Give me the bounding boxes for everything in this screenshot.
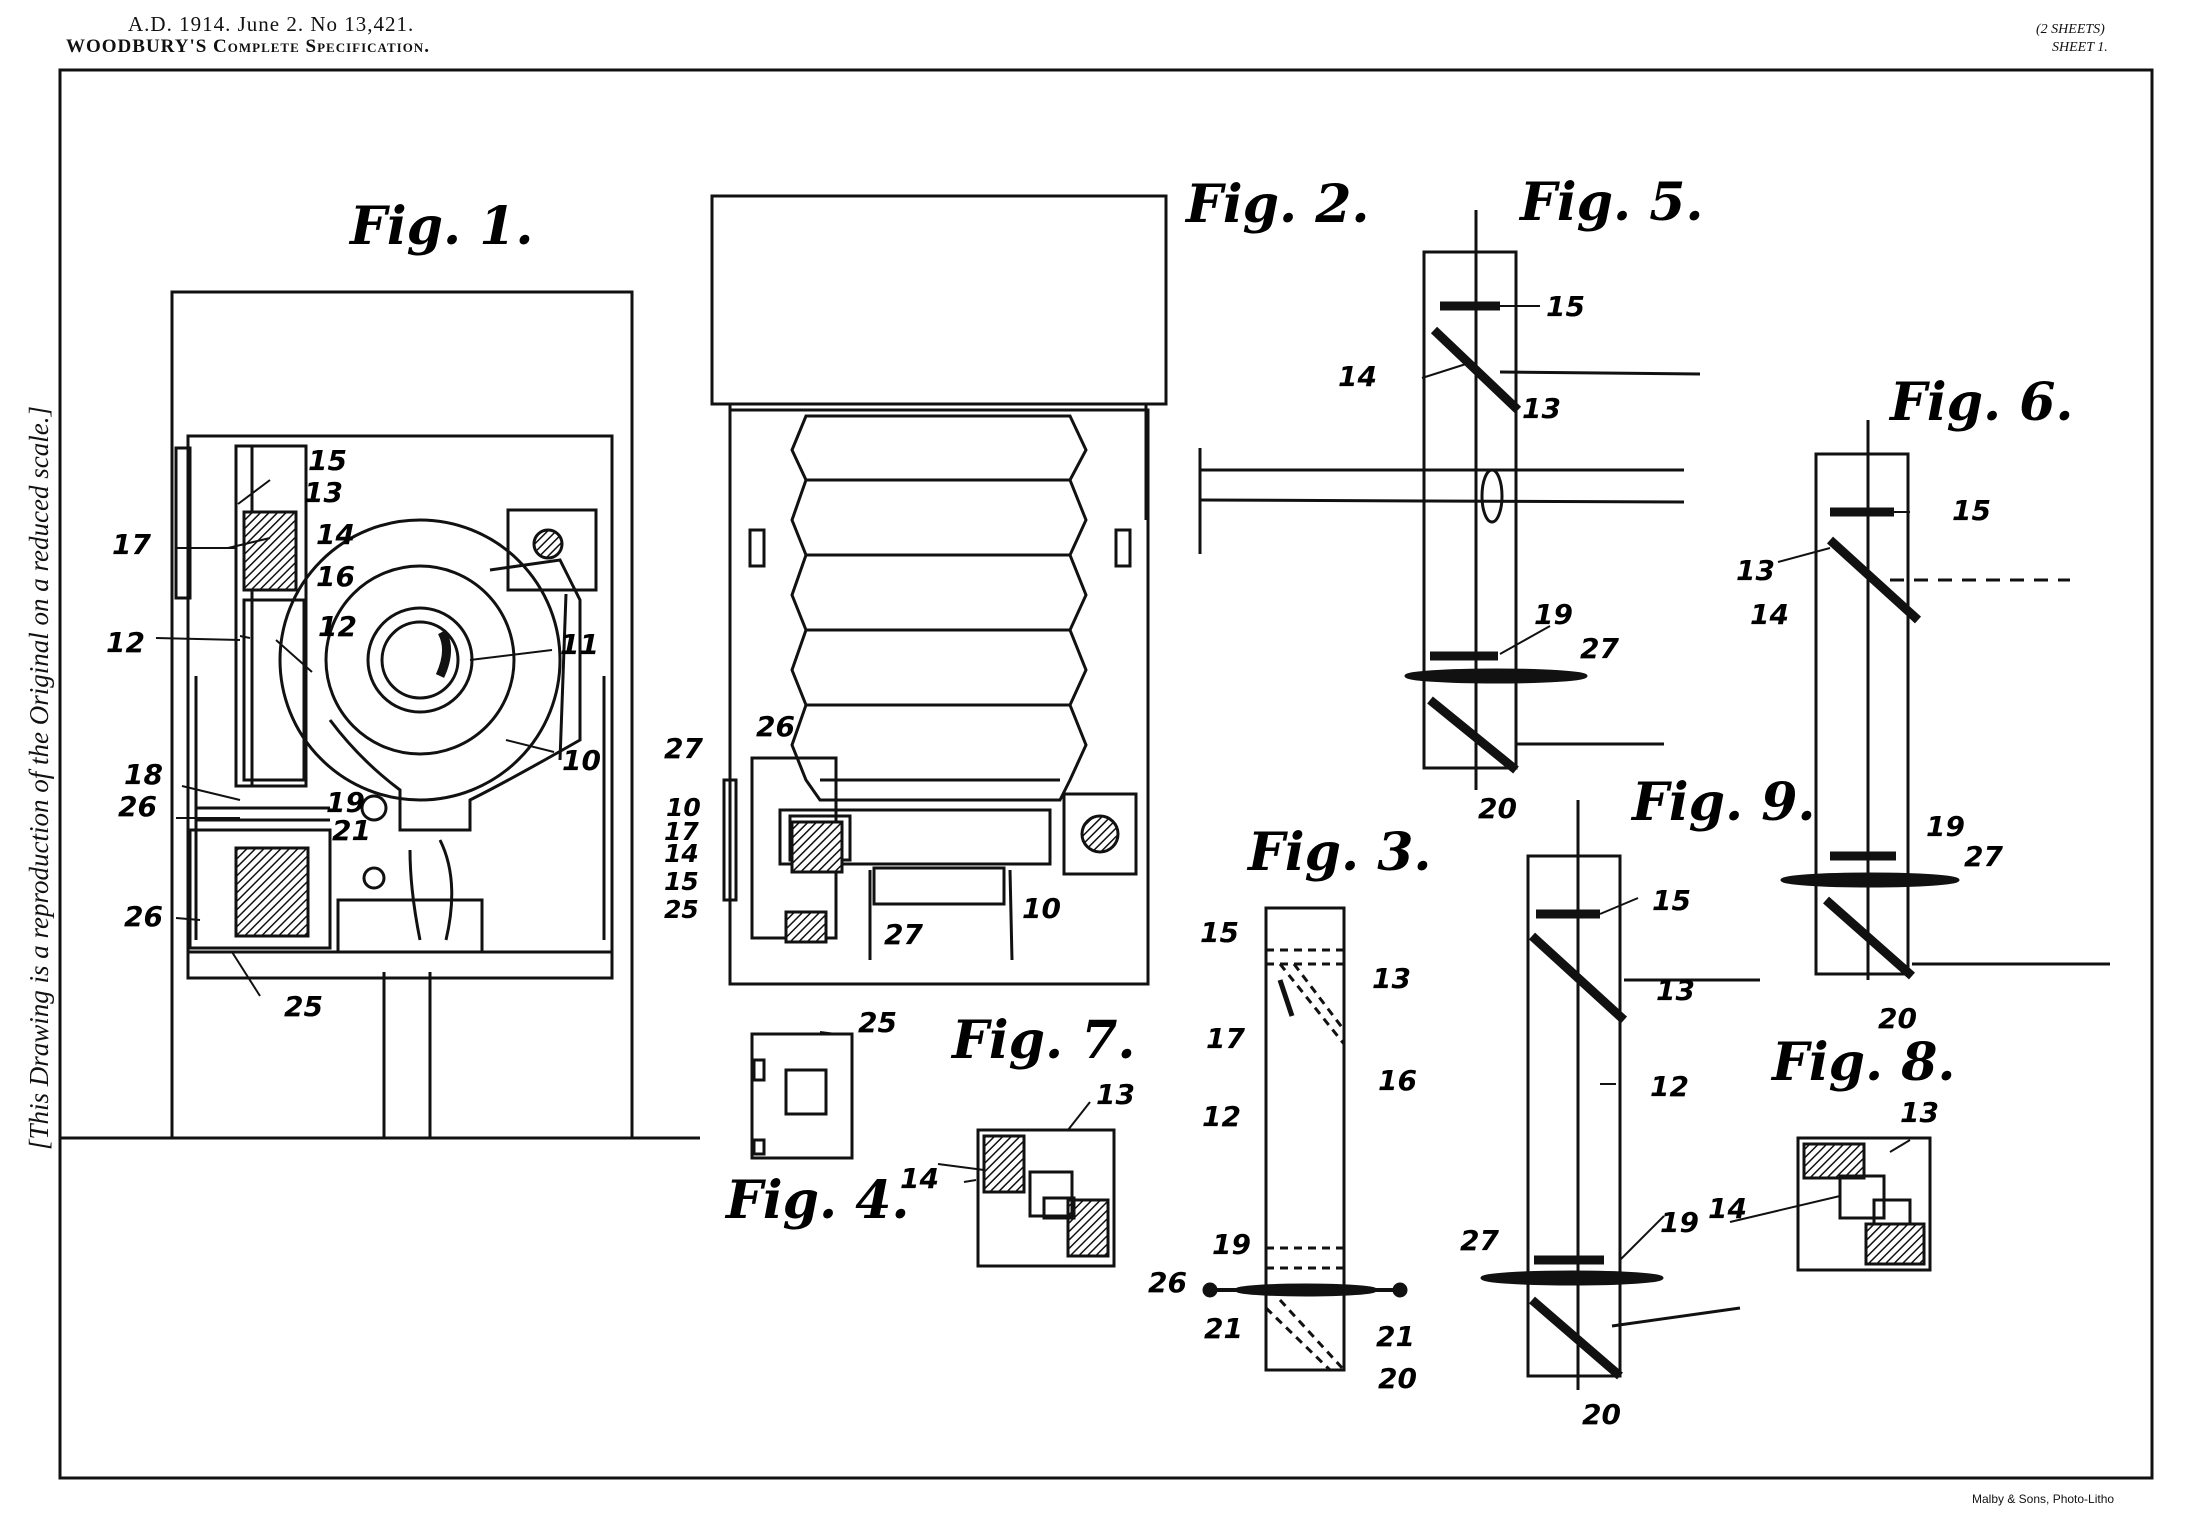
ref-15-fig6: 15 xyxy=(1952,494,1991,527)
ref-13-fig6: 13 xyxy=(1736,554,1775,587)
ref-17-fig3: 17 xyxy=(1206,1022,1245,1055)
ref-15-fig3: 15 xyxy=(1200,916,1239,949)
ref-19-fig9: 19 xyxy=(1660,1206,1699,1239)
figure-7-label: Fig. 7. xyxy=(950,1010,1136,1071)
ref-14-fig6: 14 xyxy=(1750,598,1789,631)
ref-12-fig3: 12 xyxy=(1202,1100,1241,1133)
ref-21-fig1: 21 xyxy=(332,814,371,847)
ref-15-fig9: 15 xyxy=(1652,884,1691,917)
ref-12-fig9: 12 xyxy=(1650,1070,1689,1103)
ref-10-fig1: 10 xyxy=(562,744,601,777)
figure-2-label: Fig. 2. xyxy=(1184,174,1370,235)
figure-5-optics xyxy=(1404,210,1701,790)
printer-credit: Malby & Sons, Photo-Litho xyxy=(1972,1492,2115,1506)
ref-20-fig9: 20 xyxy=(1582,1398,1621,1431)
figure-6-label: Fig. 6. xyxy=(1888,372,2074,433)
sheets-count: (2 SHEETS) xyxy=(2036,22,2105,37)
figure-2-camera-side xyxy=(710,194,1685,986)
ref-25-fig1: 25 xyxy=(284,990,323,1023)
ref-27-fig6: 27 xyxy=(1964,840,2003,873)
ref-15-fig2: 15 xyxy=(664,867,699,896)
ref-26b-fig1: 26 xyxy=(124,900,163,933)
figure-1-camera-back xyxy=(60,290,700,1140)
ref-15-fig5: 15 xyxy=(1546,290,1585,323)
ref-27b-fig2: 27 xyxy=(884,918,923,951)
ref-26-fig3: 26 xyxy=(1148,1266,1187,1299)
figure-4-holder xyxy=(750,1032,854,1160)
ref-13-fig1: 13 xyxy=(304,476,343,509)
sheet-number: SHEET 1. xyxy=(2052,40,2108,55)
figure-5-label: Fig. 5. xyxy=(1518,172,1704,233)
ref-11-fig1: 11 xyxy=(560,628,599,661)
figure-1-label: Fig. 1. xyxy=(348,196,534,257)
ref-12a-fig1: 12 xyxy=(106,626,145,659)
ref-18-fig1: 18 xyxy=(124,758,163,791)
ref-19-fig5: 19 xyxy=(1534,598,1573,631)
figure-9-optics xyxy=(1480,800,1760,1390)
ref-21a-fig3: 21 xyxy=(1204,1312,1243,1345)
ref-19-fig6: 19 xyxy=(1926,810,1965,843)
figure-4-label: Fig. 4. xyxy=(724,1170,910,1231)
figure-8-screen xyxy=(1796,1136,1932,1272)
ref-14-fig8: 14 xyxy=(1708,1192,1747,1225)
figure-7-screen xyxy=(976,1128,1116,1268)
ref-12b-fig1: 12 xyxy=(318,610,357,643)
ref-13-fig8: 13 xyxy=(1900,1096,1939,1129)
figure-3-slide xyxy=(1202,906,1408,1372)
ref-14-fig1: 14 xyxy=(316,518,355,551)
specification-title: WOODBURY'S Complete Specification. xyxy=(66,36,430,57)
ref-20-fig6: 20 xyxy=(1878,1002,1917,1035)
ref-14-fig7: 14 xyxy=(900,1162,939,1195)
ref-20-fig3: 20 xyxy=(1378,1362,1417,1395)
patent-number-line: A.D. 1914. June 2. No 13,421. xyxy=(128,12,415,36)
ref-13-fig7: 13 xyxy=(1096,1078,1135,1111)
ref-16-fig3: 16 xyxy=(1378,1064,1417,1097)
drawing-border xyxy=(58,68,2154,1480)
ref-19-fig1: 19 xyxy=(326,786,365,819)
ref-27-fig9: 27 xyxy=(1460,1224,1499,1257)
ref-17-fig2: 17 xyxy=(664,817,699,846)
ref-26-fig2: 26 xyxy=(756,710,795,743)
ref-27-fig5: 27 xyxy=(1580,632,1619,665)
figure-9-label: Fig. 9. xyxy=(1630,772,1816,833)
ref-13-fig9: 13 xyxy=(1656,974,1695,1007)
figure-6-optics xyxy=(1780,420,2110,980)
ref-20-fig5: 20 xyxy=(1478,792,1517,825)
ref-13-fig5: 13 xyxy=(1522,392,1561,425)
ref-13-fig3: 13 xyxy=(1372,962,1411,995)
ref-14-fig5: 14 xyxy=(1338,360,1377,393)
figure-3-label: Fig. 3. xyxy=(1246,822,1432,883)
ref-25-fig2: 25 xyxy=(664,895,699,924)
ref-15-fig1: 15 xyxy=(308,444,347,477)
ref-14-fig2: 14 xyxy=(664,839,699,868)
ref-16-fig1: 16 xyxy=(316,560,355,593)
leader-lines xyxy=(155,305,1911,1261)
ref-25-fig4: 25 xyxy=(858,1006,897,1039)
ref-27a-fig2: 27 xyxy=(664,732,703,765)
ref-10a-fig2: 10 xyxy=(666,793,701,822)
ref-26a-fig1: 26 xyxy=(118,790,157,823)
ref-17-fig1: 17 xyxy=(112,528,151,561)
ref-19-fig3: 19 xyxy=(1212,1228,1251,1261)
ref-10b-fig2: 10 xyxy=(1022,892,1061,925)
ref-21b-fig3: 21 xyxy=(1376,1320,1415,1353)
figure-8-label: Fig. 8. xyxy=(1770,1032,1956,1093)
